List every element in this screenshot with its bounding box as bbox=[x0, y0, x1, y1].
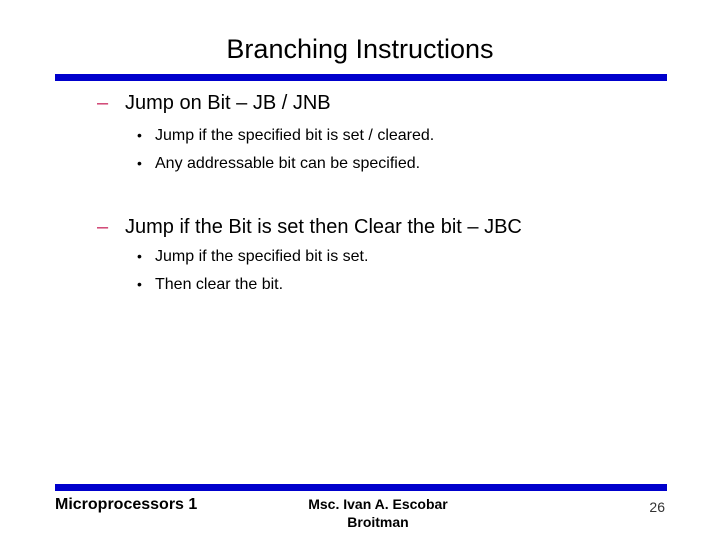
dot-bullet-icon: • bbox=[137, 276, 142, 292]
bullet-item: – Jump if the Bit is set then Clear the … bbox=[97, 214, 522, 240]
footer-author-line2: Broitman bbox=[347, 514, 409, 530]
bullet-text: Jump if the Bit is set then Clear the bi… bbox=[125, 216, 522, 238]
dot-bullet-icon: • bbox=[137, 127, 142, 143]
dot-bullet-icon: • bbox=[137, 248, 142, 264]
sub-bullet-item: • Any addressable bit can be specified. bbox=[137, 153, 420, 174]
footer-author-line1: Msc. Ivan A. Escobar bbox=[308, 496, 448, 512]
sub-bullet-item: • Jump if the specified bit is set / cle… bbox=[137, 125, 434, 146]
dot-bullet-icon: • bbox=[137, 155, 142, 171]
slide-title: Branching Instructions bbox=[226, 34, 494, 64]
dash-bullet-icon: – bbox=[97, 92, 109, 114]
page-number: 26 bbox=[649, 499, 665, 515]
sub-bullet-text: Any addressable bit can be specified. bbox=[155, 155, 421, 172]
footer-author: Msc. Ivan A. Escobar Broitman bbox=[278, 495, 478, 531]
sub-bullet-text: Jump if the specified bit is set. bbox=[155, 248, 369, 265]
sub-bullet-text: Then clear the bit. bbox=[155, 276, 284, 293]
sub-bullet-item: • Then clear the bit. bbox=[137, 274, 283, 295]
sub-bullet-text: Jump if the specified bit is set / clear… bbox=[155, 127, 435, 144]
footer-divider-rule bbox=[55, 484, 667, 491]
bullet-item: – Jump on Bit – JB / JNB bbox=[97, 90, 331, 116]
title-divider-rule bbox=[55, 74, 667, 81]
dash-bullet-icon: – bbox=[97, 216, 109, 238]
footer-course-title: Microprocessors 1 bbox=[55, 496, 198, 513]
bullet-text: Jump on Bit – JB / JNB bbox=[125, 92, 331, 114]
sub-bullet-item: • Jump if the specified bit is set. bbox=[137, 246, 368, 267]
